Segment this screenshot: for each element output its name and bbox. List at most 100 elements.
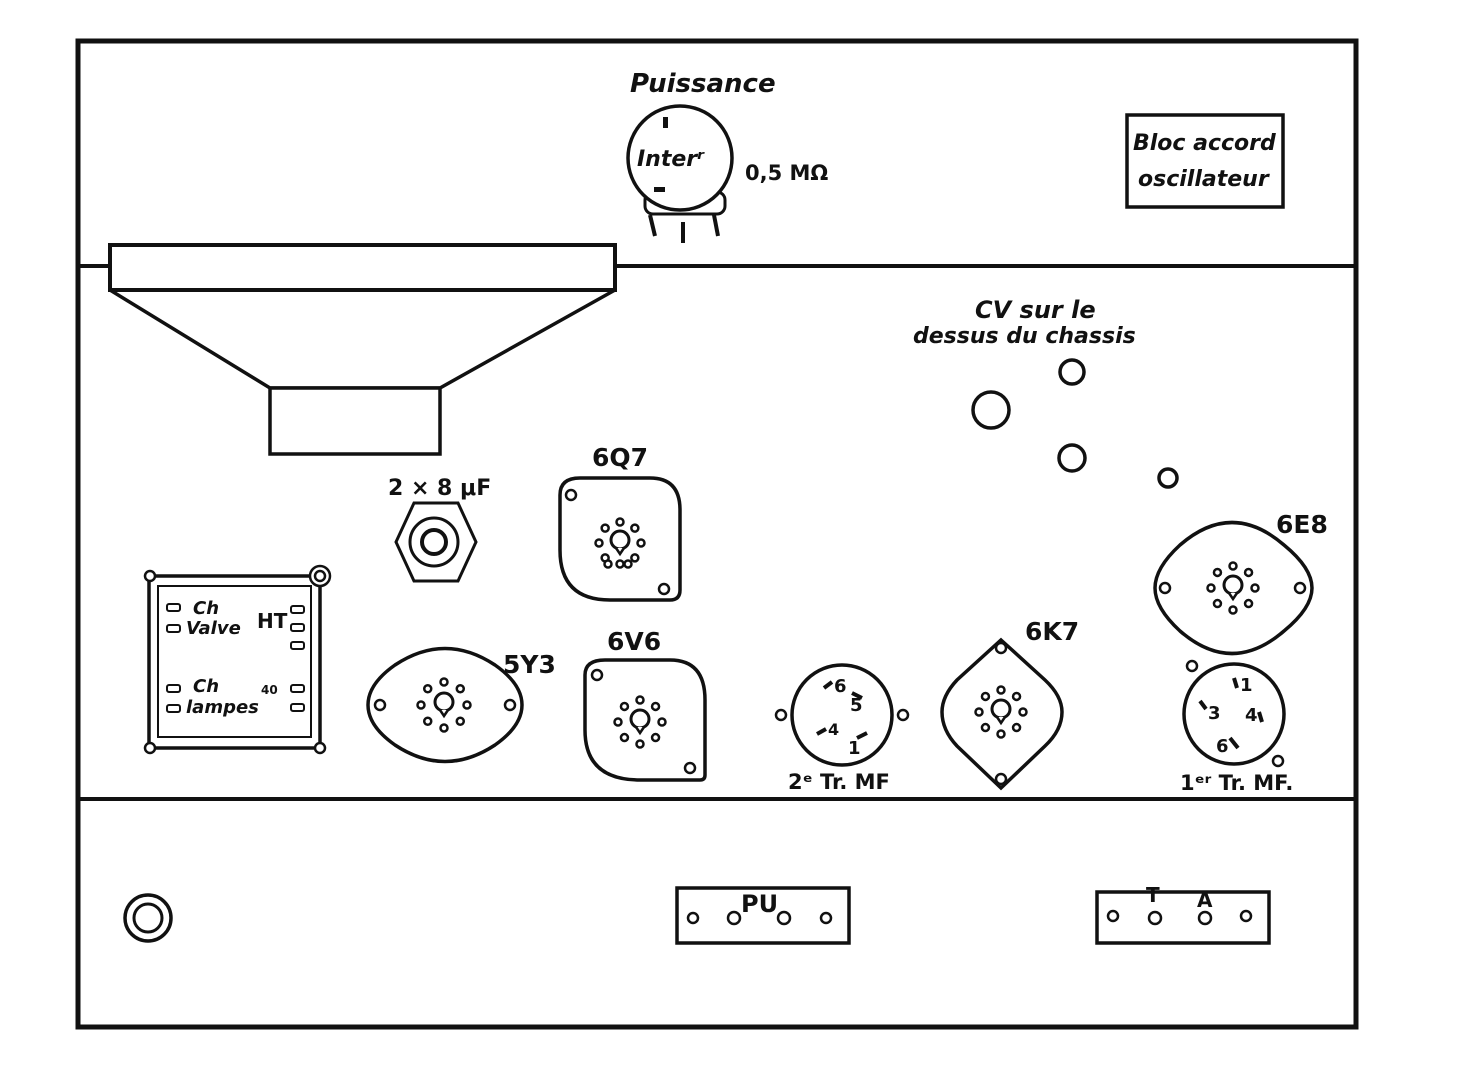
ta-t-label: T bbox=[1146, 883, 1160, 907]
socket-key bbox=[990, 698, 1012, 720]
bloc-accord: Bloc accord oscillateur bbox=[1125, 113, 1285, 209]
socket-pin bbox=[1228, 561, 1238, 571]
cv-hole bbox=[971, 390, 1011, 430]
socket-pin bbox=[996, 729, 1006, 739]
mf-transformer-1: 1 3 4 6 1ᵉʳ Tr. MF. bbox=[1180, 659, 1293, 795]
socket-pin bbox=[636, 538, 646, 548]
socket-key-notch bbox=[1227, 592, 1239, 602]
mf2-pin-label: 4 bbox=[828, 720, 839, 739]
ta-jack bbox=[1147, 910, 1163, 926]
tr-ch-lampes-2: lampes bbox=[186, 697, 259, 718]
bloc-line1: Bloc accord bbox=[1133, 131, 1276, 156]
socket-pin bbox=[1243, 598, 1254, 609]
socket-pin bbox=[1228, 605, 1238, 615]
mount-hole bbox=[683, 761, 697, 775]
ta-jack bbox=[1239, 909, 1253, 923]
socket-pin bbox=[455, 683, 466, 694]
socket-pin bbox=[1250, 583, 1260, 593]
socket-6k7 bbox=[940, 637, 1064, 791]
potentiometer: Puissance Interʳ 0,5 MΩ bbox=[626, 69, 828, 243]
socket-pin bbox=[439, 723, 449, 733]
pu-jack bbox=[776, 910, 792, 926]
socket-pin bbox=[600, 523, 610, 533]
mount-hole bbox=[657, 582, 671, 596]
socket-pin bbox=[615, 559, 625, 569]
socket-key bbox=[1222, 574, 1244, 596]
socket-pin bbox=[1212, 598, 1223, 609]
socket-pin bbox=[1011, 722, 1022, 733]
socket-key bbox=[629, 708, 651, 730]
mount-hole bbox=[1158, 581, 1172, 595]
socket-key-notch bbox=[634, 726, 646, 736]
socket-pin bbox=[603, 559, 613, 569]
socket-pin bbox=[630, 523, 640, 533]
socket-pin bbox=[613, 717, 623, 727]
pu-jack-strip: PU bbox=[675, 886, 851, 945]
pu-jack bbox=[686, 911, 700, 925]
mount-hole bbox=[503, 698, 517, 712]
cv-hole bbox=[1058, 358, 1086, 386]
tr-ch-valve-1: Ch bbox=[193, 598, 219, 619]
pot-title: Puissance bbox=[630, 69, 776, 99]
socket-pin bbox=[1011, 691, 1022, 702]
tr-ch-lampes-1: Ch bbox=[193, 676, 219, 697]
socket-pin bbox=[439, 677, 449, 687]
cv-hole bbox=[1057, 443, 1087, 473]
mount-hole bbox=[373, 698, 387, 712]
pot-label: Interʳ bbox=[637, 147, 705, 172]
socket-pin bbox=[1212, 567, 1223, 578]
mf-transformer-2: 6 5 4 1 2ᵉ Tr. MF bbox=[774, 663, 910, 794]
socket-6e8 bbox=[1153, 520, 1314, 656]
socket-6v6 bbox=[583, 658, 707, 782]
socket-key bbox=[433, 691, 455, 713]
tr-ch-valve-2: Valve bbox=[186, 618, 241, 639]
socket-pin bbox=[462, 700, 472, 710]
socket-pin bbox=[650, 732, 661, 743]
socket-5y3 bbox=[366, 646, 524, 764]
mf2-label: 2ᵉ Tr. MF bbox=[788, 770, 890, 794]
tr-ht-mark: 40 bbox=[261, 683, 278, 697]
capacitor-label: 2 × 8 μF bbox=[388, 476, 491, 501]
socket-pin bbox=[422, 716, 433, 727]
ta-jack bbox=[1106, 909, 1120, 923]
socket-pin bbox=[635, 739, 645, 749]
mount-hole bbox=[564, 488, 578, 502]
mount-hole bbox=[994, 641, 1008, 655]
tube-6q7-label: 6Q7 bbox=[592, 443, 648, 472]
socket-pin bbox=[1206, 583, 1216, 593]
socket-key-notch bbox=[614, 547, 626, 557]
socket-pin bbox=[650, 701, 661, 712]
chassis-frame bbox=[75, 38, 1359, 1030]
mount-hole bbox=[590, 668, 604, 682]
tr-ht: HT bbox=[257, 609, 288, 633]
socket-pin bbox=[455, 716, 466, 727]
speaker bbox=[108, 243, 617, 456]
mf2-pin-label: 5 bbox=[850, 695, 863, 716]
bloc-line2: oscillateur bbox=[1138, 167, 1270, 192]
socket-pin bbox=[619, 732, 630, 743]
tube-6e8-label: 6E8 bbox=[1276, 510, 1328, 539]
tube-5y3-label: 5Y3 bbox=[503, 650, 556, 679]
cv-area: CV sur le dessus du chassis bbox=[913, 296, 1179, 489]
pot-value: 0,5 MΩ bbox=[745, 161, 828, 185]
mf2-pin-label: 6 bbox=[834, 676, 847, 697]
tr-lugs bbox=[166, 603, 305, 713]
socket-pin bbox=[974, 707, 984, 717]
pu-jack bbox=[819, 911, 833, 925]
mf2-pin-label: 1 bbox=[848, 738, 861, 759]
socket-pin bbox=[635, 695, 645, 705]
socket-pin bbox=[980, 722, 991, 733]
mf1-pin-label: 1 bbox=[1240, 675, 1253, 696]
mf1-pin-label: 4 bbox=[1245, 705, 1258, 726]
mount-hole bbox=[1293, 581, 1307, 595]
socket-6q7 bbox=[558, 476, 682, 602]
mf1-label: 1ᵉʳ Tr. MF. bbox=[1180, 771, 1293, 795]
pu-jack bbox=[726, 910, 742, 926]
ta-jack-strip: T A bbox=[1095, 883, 1271, 945]
capacitor: 2 × 8 μF bbox=[388, 476, 491, 583]
tube-6k7-label: 6K7 bbox=[1025, 617, 1079, 646]
ta-a-label: A bbox=[1197, 888, 1213, 912]
socket-pin bbox=[1243, 567, 1254, 578]
